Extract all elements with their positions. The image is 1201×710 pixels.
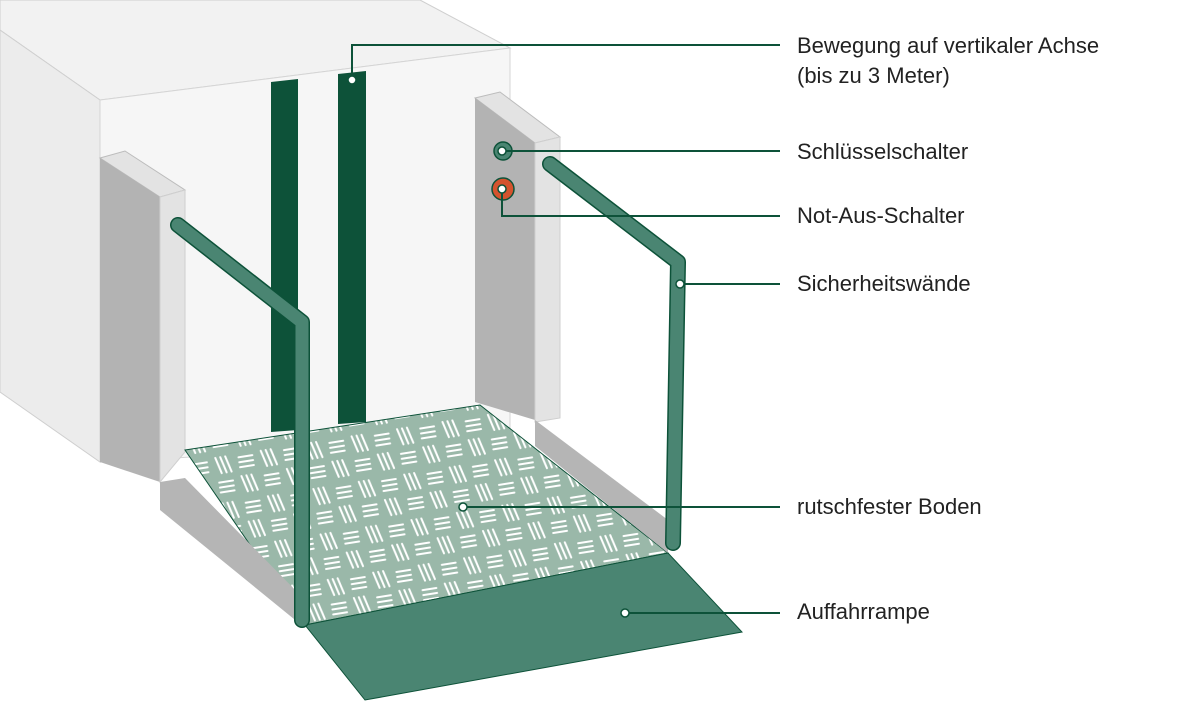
left-safety-wall xyxy=(98,150,187,484)
lift-housing xyxy=(0,0,512,463)
label-emergency-stop: Not-Aus-Schalter xyxy=(797,203,965,228)
right-floor-side-panel xyxy=(535,420,668,553)
label-vertical-axis: Bewegung auf vertikaler Achse (bis zu 3 … xyxy=(797,31,1099,91)
label-safety-walls: Sicherheitswände xyxy=(797,271,971,296)
leader-dots xyxy=(347,75,685,618)
leader-lines xyxy=(351,44,780,614)
label-non-slip-floor: rutschfester Boden xyxy=(797,494,982,519)
label-ramp: Auffahrrampe xyxy=(797,599,930,624)
vertical-rails xyxy=(271,71,366,432)
label-vertical-axis-line2: (bis zu 3 Meter) xyxy=(797,63,950,88)
right-safety-wall xyxy=(473,91,562,423)
label-key-switch: Schlüsselschalter xyxy=(797,139,969,164)
right-handrail xyxy=(542,156,686,551)
left-handrail xyxy=(170,217,310,628)
left-floor-side-panel xyxy=(160,478,305,628)
access-ramp xyxy=(304,552,743,701)
label-vertical-axis-line1: Bewegung auf vertikaler Achse xyxy=(797,33,1100,58)
